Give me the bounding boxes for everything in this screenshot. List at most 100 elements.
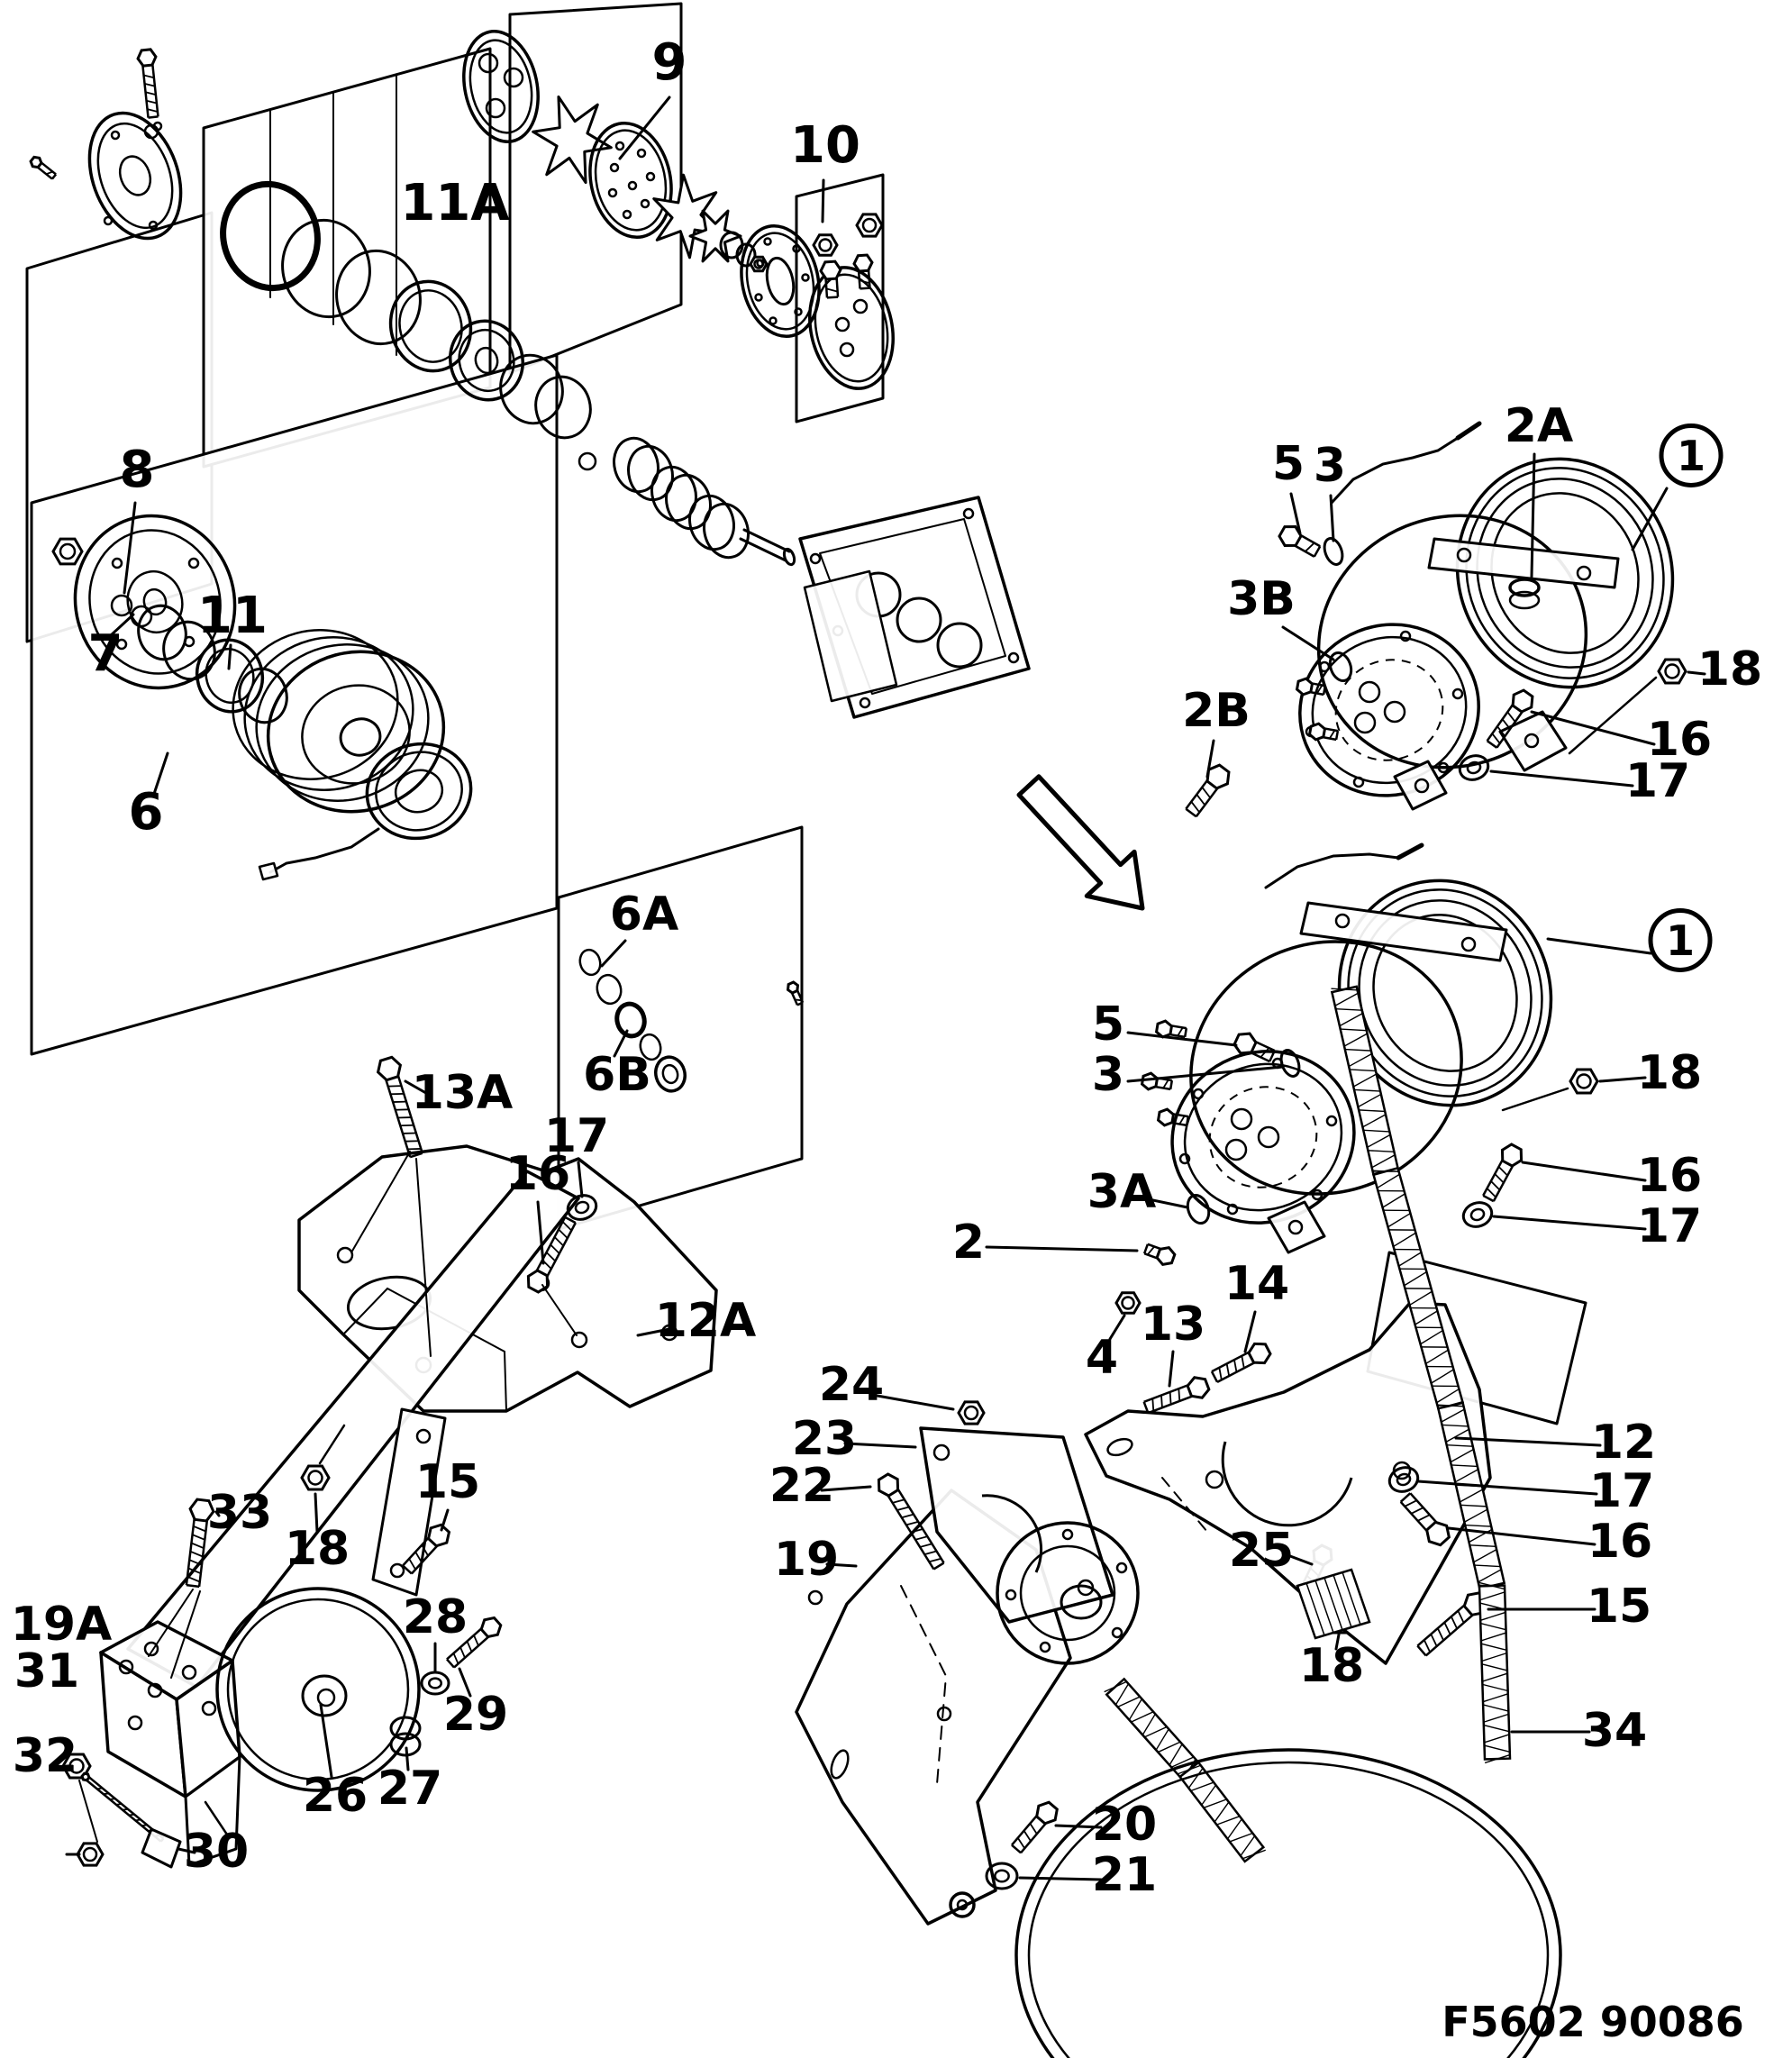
leader-18d xyxy=(1334,1633,1341,1651)
leader-2B xyxy=(1205,739,1215,779)
leader-2 xyxy=(985,1245,1139,1252)
bracket-12a-holes-2 xyxy=(570,1331,588,1349)
belt-34-run-h0-8 xyxy=(1349,1069,1377,1072)
belt-34-run-h3-13 xyxy=(1483,1713,1509,1723)
bolt-13a-tip xyxy=(409,1152,423,1159)
belt-34-run-h0-16 xyxy=(1368,1150,1395,1153)
screw-top xyxy=(136,48,159,119)
callout-3A: 3A xyxy=(1087,1165,1156,1219)
dust-cover-holes-3 xyxy=(148,220,159,231)
bolt-29-t4 xyxy=(459,1646,466,1659)
block-19a-holes-5 xyxy=(201,1700,217,1717)
compA-ear-br xyxy=(1498,710,1568,772)
callout-text-22: 22 xyxy=(769,1459,834,1513)
bolt-14-head xyxy=(1247,1342,1272,1365)
compB-stud-2-tip xyxy=(1169,1079,1174,1090)
compA-body xyxy=(1316,514,1588,769)
panel-6-group xyxy=(30,353,559,1056)
compA-rim-bolts-3 xyxy=(1437,761,1450,774)
bolt-15b-t6 xyxy=(1430,1634,1438,1647)
bolt-5b-t2 xyxy=(1260,1047,1270,1058)
piston-2b xyxy=(665,473,712,531)
bolt-13-t4 xyxy=(1160,1395,1163,1408)
belt-34-front-h0-10 xyxy=(1170,1756,1195,1768)
piston-3b xyxy=(703,502,750,560)
bearing-11-r0 xyxy=(195,638,265,714)
nut-32 xyxy=(76,1842,105,1867)
panel-seal-kit xyxy=(557,825,804,1231)
bolt-29-tip xyxy=(446,1658,455,1669)
bracket-12-boss-l1 xyxy=(1305,1582,1325,1636)
compA-pulley-r2 xyxy=(1476,478,1654,669)
bolt-13-t2 xyxy=(1178,1389,1181,1401)
belt-34-run-h3-3 xyxy=(1479,1611,1506,1621)
leader-15a xyxy=(440,1508,450,1532)
compA-ports-1 xyxy=(1383,700,1406,724)
washer-17a-inner xyxy=(1466,760,1482,775)
figure-code: F5602 90086 xyxy=(1442,1998,1744,2046)
screw-top-s1 xyxy=(141,65,150,118)
callout-text-14: 14 xyxy=(1224,1257,1289,1311)
bolt-22-t2 xyxy=(892,1498,905,1504)
compA-stud-1 xyxy=(1295,677,1327,697)
oring-large-11a xyxy=(220,180,321,292)
dust-cover-holes-0 xyxy=(110,130,121,141)
compB-rim-bolts-3 xyxy=(1311,1188,1324,1201)
belt-34-front-h1-2 xyxy=(1190,1781,1214,1792)
callout-16c: 16 xyxy=(505,1147,570,1201)
callout-text-13A: 13A xyxy=(412,1066,514,1120)
kidney-hole xyxy=(765,256,796,306)
callout-text-12A: 12A xyxy=(655,1294,757,1348)
bracket-12a-holes-0 xyxy=(336,1246,354,1264)
shaft-line-1 xyxy=(739,537,787,562)
fitting-2b xyxy=(1185,763,1231,818)
callout-text-17d: 17 xyxy=(1589,1464,1654,1518)
bolt-20 xyxy=(1011,1800,1059,1854)
clutch-plate-holes-0 xyxy=(111,557,123,569)
compA-ear-bl-hole-0 xyxy=(1414,778,1430,794)
pulley-26-hub xyxy=(301,1674,348,1717)
gasket-ring-r1 xyxy=(398,289,463,363)
shaft-end xyxy=(782,547,796,567)
block-arrow xyxy=(1016,774,1145,911)
bracket-12-boss-l5 xyxy=(1342,1571,1361,1625)
bolt-14-t4 xyxy=(1225,1363,1231,1377)
callout-text-2A: 2A xyxy=(1505,399,1573,453)
belt-34-run-h2-17 xyxy=(1478,1569,1502,1583)
leader-17d xyxy=(1416,1480,1598,1496)
callout-14: 14 xyxy=(1224,1257,1289,1311)
bracket-12-holes-0 xyxy=(1205,1470,1224,1489)
plate-23 xyxy=(919,1426,1114,1624)
callout-text-6B: 6B xyxy=(583,1048,651,1102)
felt-screw-t2 xyxy=(795,998,803,1002)
belt-34-run-h0-9 xyxy=(1352,1073,1378,1088)
compB-rim-bolts-0 xyxy=(1192,1088,1205,1100)
washer-28-inner xyxy=(428,1677,442,1689)
bolt-15b-t7 xyxy=(1424,1639,1431,1653)
callout-13: 13 xyxy=(1141,1298,1205,1352)
belt-34-run-h3-0 xyxy=(1478,1581,1505,1590)
valve-plate-holes-6 xyxy=(609,162,620,173)
belt-34-run-h0-6 xyxy=(1344,1048,1371,1052)
coil-6-r2 xyxy=(394,769,444,814)
bolt-16a-tip xyxy=(1486,740,1498,749)
screw-left-small-head xyxy=(29,155,43,169)
bolt-15a-s1 xyxy=(402,1536,430,1567)
leader-11 xyxy=(227,643,232,670)
bolt-16c-t3 xyxy=(545,1252,556,1262)
clutch-plate-holes-1 xyxy=(187,557,200,569)
coil-wire xyxy=(268,827,380,874)
seal-3-bold xyxy=(614,1001,647,1039)
plate-23-holes-0 xyxy=(932,1443,951,1462)
leader-16c xyxy=(536,1200,545,1265)
rear-head-fitting-1-s2 xyxy=(835,278,840,297)
nut-18c-hex xyxy=(300,1464,331,1491)
belt-34-front-h0-0 xyxy=(1104,1680,1127,1693)
compA-rim-bolts-0 xyxy=(1318,660,1331,673)
seal-2 xyxy=(596,973,623,1006)
callout-text-25: 25 xyxy=(1229,1524,1294,1578)
leader-4 xyxy=(1108,1314,1126,1341)
leader-24 xyxy=(870,1393,955,1411)
compB-stud-2 xyxy=(1140,1071,1174,1091)
leader-16d xyxy=(1447,1526,1596,1546)
